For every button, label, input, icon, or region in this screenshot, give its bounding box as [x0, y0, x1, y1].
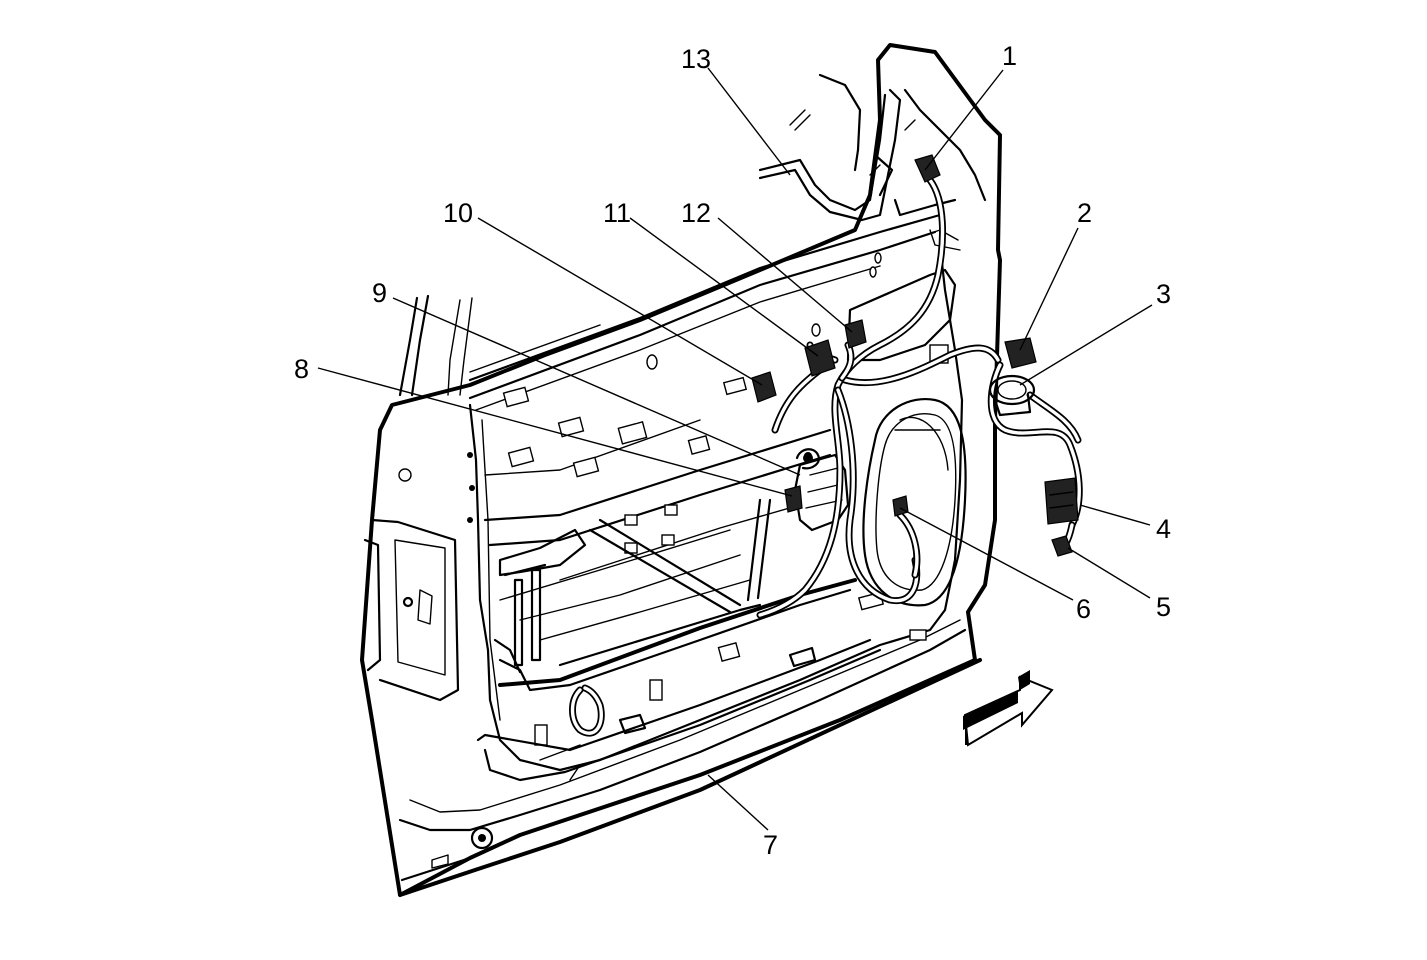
callout-3: 3: [1156, 279, 1171, 309]
speaker-opening: [862, 397, 967, 607]
callout-6: 6: [1076, 594, 1091, 624]
connectors: [751, 154, 1079, 557]
callout-11: 11: [603, 198, 631, 228]
leader-lines: [317, 67, 1153, 831]
connector-4: [1044, 477, 1079, 525]
leader-11: [629, 217, 819, 357]
leader-2: [1019, 227, 1079, 351]
window-regulator: [476, 498, 882, 782]
callout-4: 4: [1156, 514, 1171, 544]
leader-7: [707, 774, 769, 831]
connector-5: [1051, 535, 1073, 557]
grommet-3: [988, 374, 1036, 406]
leader-1: [924, 69, 1004, 171]
leader-3: [1019, 304, 1153, 386]
callout-9: 9: [372, 278, 387, 308]
leader-6: [899, 507, 1074, 601]
connector-1: [914, 154, 941, 183]
window-frame: [468, 73, 987, 411]
callout-1: 1: [1002, 41, 1017, 71]
grommet-2: [1004, 337, 1037, 369]
leader-5: [1067, 547, 1151, 599]
connector-6: [892, 495, 909, 517]
forward-arrow-icon: [963, 670, 1054, 747]
callout-13: 13: [681, 44, 711, 74]
callout-labels: 1 2 3 4 5 6 7 8 9 10 11 12 13: [294, 41, 1171, 860]
leader-13: [707, 67, 791, 176]
connector-12: [844, 319, 867, 349]
door-outer-shell: [360, 43, 1002, 897]
connector-10: [751, 371, 777, 403]
callout-10: 10: [443, 198, 473, 228]
leader-8: [317, 367, 793, 497]
callout-12: 12: [681, 198, 711, 228]
callout-2: 2: [1077, 198, 1092, 228]
leader-12: [717, 217, 853, 333]
callout-7: 7: [763, 830, 778, 860]
callout-5: 5: [1156, 592, 1171, 622]
leader-9: [392, 297, 801, 476]
connector-11: [804, 339, 836, 377]
callout-8: 8: [294, 354, 309, 384]
leader-10: [477, 217, 763, 386]
leader-4: [1079, 504, 1151, 526]
